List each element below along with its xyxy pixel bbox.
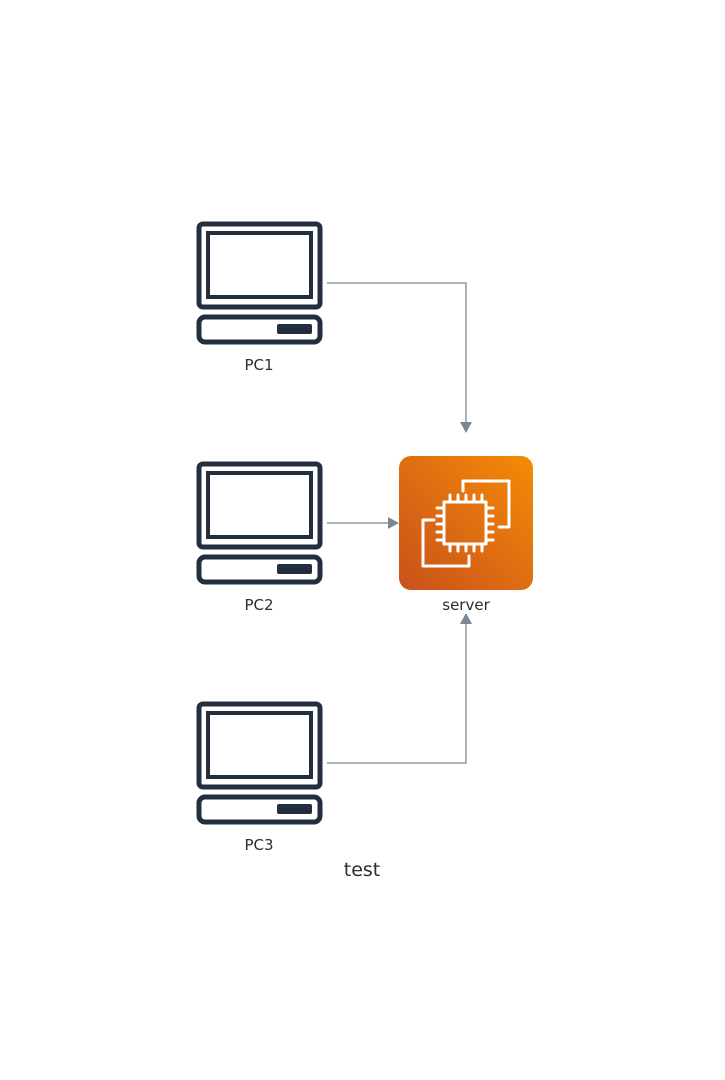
desktop-computer-icon [196, 701, 323, 825]
ec2-instance-icon [421, 479, 511, 568]
desktop-computer-icon [196, 461, 323, 585]
node-label-pc2: PC2 [244, 596, 273, 614]
edges [327, 282, 472, 764]
node-pc2[interactable] [196, 461, 323, 585]
desktop-computer-icon [196, 221, 323, 345]
edge-pc3-server [327, 613, 472, 764]
node-pc3[interactable] [196, 701, 323, 825]
node-label-pc1: PC1 [244, 356, 273, 374]
node-pc1[interactable] [196, 221, 323, 345]
node-server[interactable] [399, 456, 533, 590]
edge-pc1-server [327, 282, 472, 433]
node-label-server: server [442, 596, 490, 614]
server-tile [399, 456, 533, 590]
diagram-title: test [344, 859, 381, 881]
node-label-pc3: PC3 [244, 836, 273, 854]
